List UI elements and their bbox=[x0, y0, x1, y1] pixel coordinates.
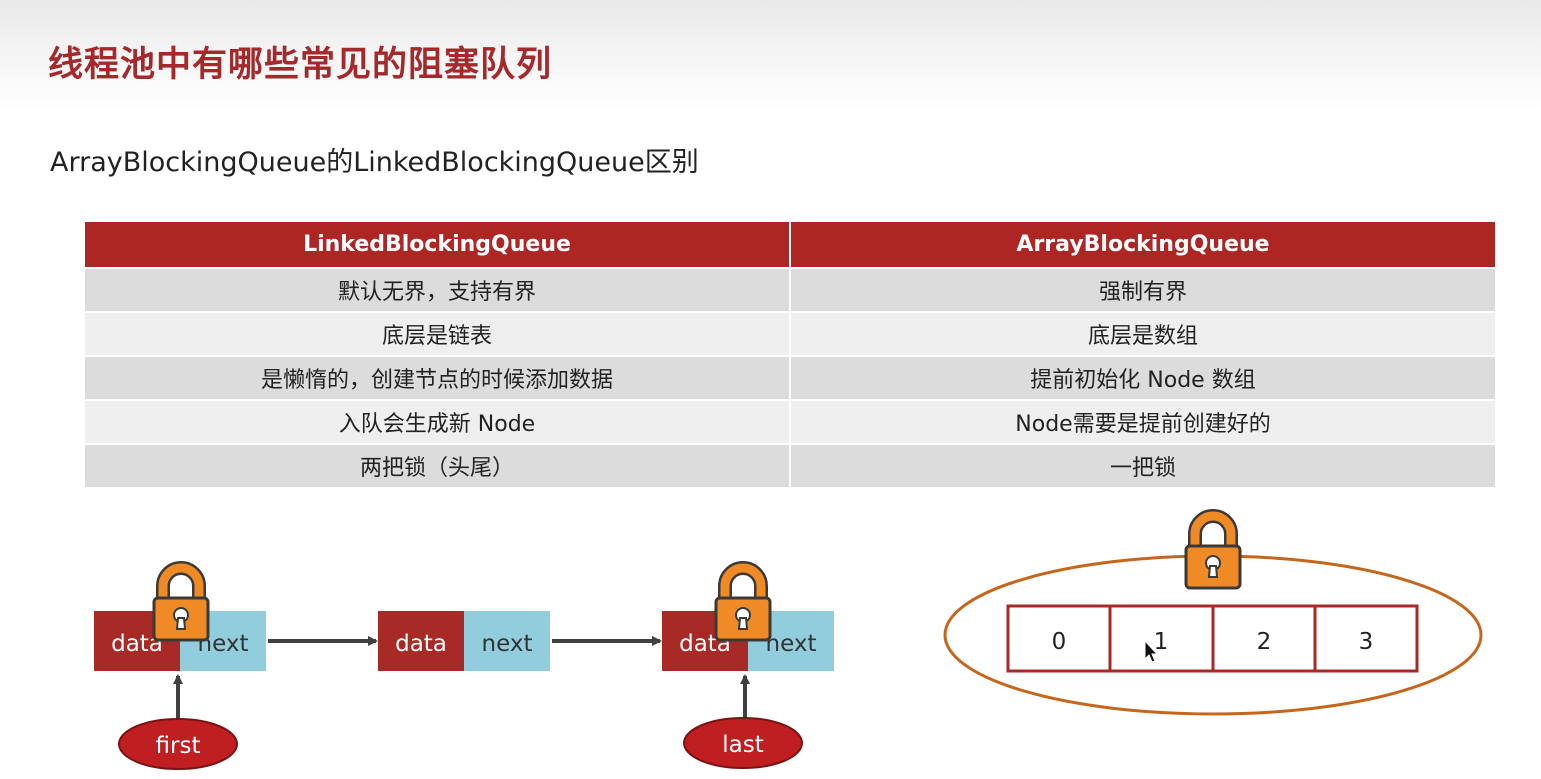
table-row: 两把锁（头尾） 一把锁 bbox=[85, 443, 1495, 487]
table-row: 底层是链表 底层是数组 bbox=[85, 311, 1495, 356]
mouse-cursor-icon bbox=[1144, 639, 1159, 663]
header-linked: LinkedBlockingQueue bbox=[85, 222, 791, 268]
lock-icon bbox=[154, 568, 208, 640]
array-cell-label: 1 bbox=[1154, 629, 1169, 655]
slide-title: 线程池中有哪些常见的阻塞队列 bbox=[48, 45, 553, 85]
array-cell-label: 3 bbox=[1359, 629, 1374, 655]
node-next-cell bbox=[464, 611, 550, 671]
array-cell-label: 0 bbox=[1052, 629, 1067, 655]
last-label: last bbox=[722, 732, 764, 758]
table-cell: 提前初始化 Node 数组 bbox=[790, 355, 1495, 400]
title-band bbox=[0, 0, 1541, 110]
table-row: 是懒惰的，创建节点的时候添加数据 提前初始化 Node 数组 bbox=[85, 355, 1495, 400]
array-cell-label: 2 bbox=[1257, 629, 1272, 655]
header-array: ArrayBlockingQueue bbox=[790, 222, 1495, 268]
array-cell bbox=[1108, 604, 1215, 673]
node-next-label: next bbox=[766, 631, 817, 657]
lock-icon bbox=[716, 568, 770, 640]
table-cell: 强制有界 bbox=[790, 267, 1495, 312]
table-cell: 一把锁 bbox=[790, 443, 1495, 487]
table-cell: Node需要是提前创建好的 bbox=[790, 399, 1495, 444]
first-pointer bbox=[118, 718, 238, 770]
slide-subtitle: ArrayBlockingQueue的LinkedBlockingQueue区别 bbox=[50, 147, 699, 178]
table-cell: 底层是数组 bbox=[790, 311, 1495, 356]
queue-diagrams: data next data next data next first last… bbox=[94, 490, 1483, 770]
array-cell bbox=[1313, 604, 1419, 673]
table-cell: 两把锁（头尾） bbox=[85, 443, 791, 487]
table-header-row: LinkedBlockingQueue ArrayBlockingQueue bbox=[85, 222, 1495, 268]
comparison-table: LinkedBlockingQueue ArrayBlockingQueue 默… bbox=[85, 222, 1495, 487]
last-pointer bbox=[683, 717, 803, 769]
linked-node-middle: data next bbox=[378, 611, 550, 671]
first-label: first bbox=[156, 733, 201, 759]
table-cell: 入队会生成新 Node bbox=[85, 399, 791, 444]
table-row: 默认无界，支持有界 强制有界 bbox=[85, 267, 1495, 312]
table-cell: 底层是链表 bbox=[85, 311, 791, 356]
node-data-label: data bbox=[395, 631, 447, 657]
table-row: 入队会生成新 Node Node需要是提前创建好的 bbox=[85, 399, 1495, 444]
node-next-label: next bbox=[482, 631, 533, 657]
table-cell: 默认无界，支持有界 bbox=[85, 267, 791, 312]
lock-icon bbox=[1186, 516, 1240, 588]
node-data-cell bbox=[378, 611, 464, 671]
table-cell: 是懒惰的，创建节点的时候添加数据 bbox=[85, 355, 791, 400]
array-cells: 0 1 2 3 bbox=[1006, 604, 1419, 673]
